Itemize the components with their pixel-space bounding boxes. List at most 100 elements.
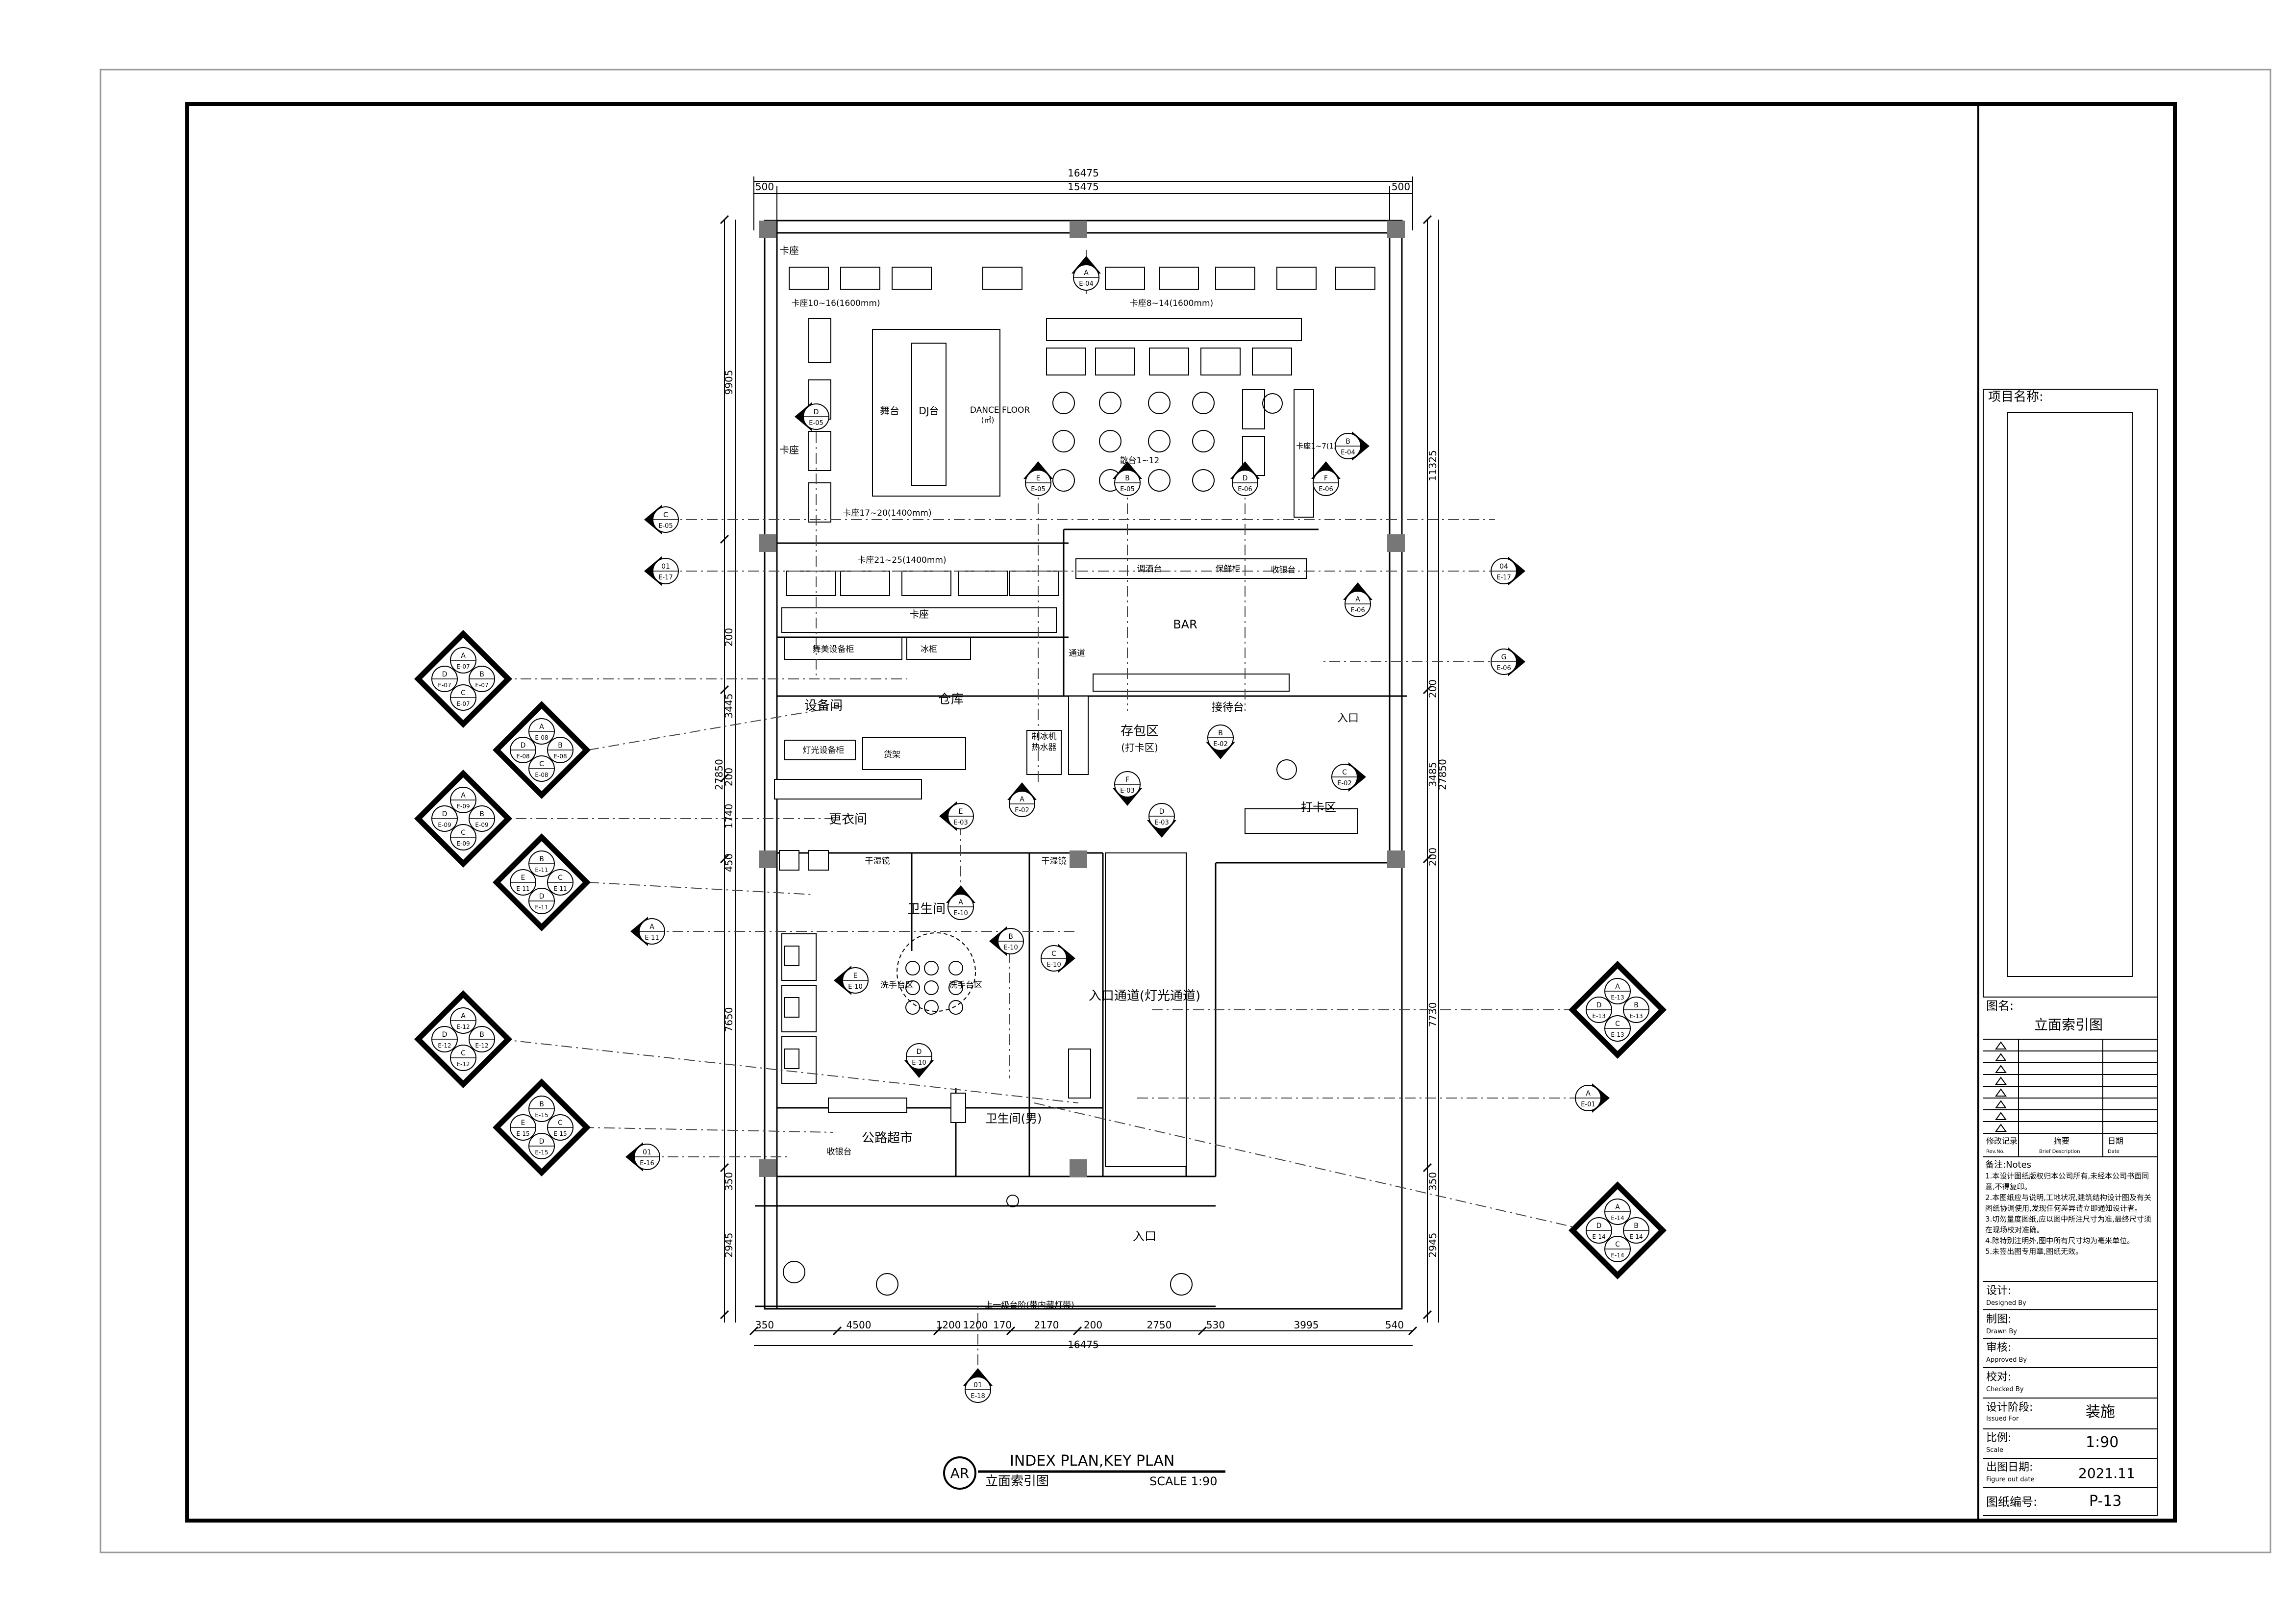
tag-sheet: E-05 bbox=[1120, 486, 1134, 493]
label-huojia: 货架 bbox=[884, 750, 900, 760]
label-rukou: 入口 bbox=[1337, 712, 1359, 725]
label-shouyin-bar: 收银台 bbox=[1271, 565, 1296, 575]
label-xishou-1: 洗手台区 bbox=[880, 980, 914, 990]
tag-letter: C bbox=[663, 511, 668, 519]
tag-letter: A bbox=[1084, 269, 1089, 277]
cluster-letter: C bbox=[461, 829, 466, 837]
label-sanzuo: 散台1~12 bbox=[1120, 456, 1160, 466]
label-bingui: 冰柜 bbox=[921, 645, 937, 654]
dim-l2: 3445 bbox=[723, 694, 735, 719]
label-baoxian: 保鲜柜 bbox=[1216, 564, 1241, 574]
cluster-sheet: E-09 bbox=[456, 803, 470, 810]
tb-rev-e1: Brief Description bbox=[2039, 1149, 2080, 1154]
cluster-letter: D bbox=[442, 810, 448, 818]
tag-sheet: E-04 bbox=[1079, 280, 1093, 288]
tb-stage-en: Issued For bbox=[1986, 1415, 2019, 1423]
label-shouyin: 收银台 bbox=[827, 1147, 852, 1157]
dim-r0: 11325 bbox=[1427, 450, 1439, 481]
label-yingjiao: 调酒台 bbox=[1137, 564, 1162, 574]
tb-approved-cn: 审核: bbox=[1986, 1342, 2011, 1354]
note-1: 1.本设计图纸版权归本公司所有,未经本公司书面同意,不得复印。 bbox=[1985, 1172, 2149, 1191]
note-5: 5.未签出图专用章,图纸无效。 bbox=[1985, 1247, 2083, 1256]
tag-letter: G bbox=[1501, 653, 1507, 661]
tag-sheet: E-10 bbox=[1003, 944, 1018, 951]
label-bar: BAR bbox=[1173, 618, 1197, 631]
dim-top-left: 500 bbox=[755, 181, 774, 193]
tag-sheet: E-02 bbox=[1337, 780, 1351, 787]
tb-scale-cn: 比例: bbox=[1986, 1432, 2011, 1444]
tag-letter: 01 bbox=[973, 1381, 982, 1389]
elevation-tag: EE-05 bbox=[1023, 461, 1053, 496]
cluster-sheet: E-07 bbox=[438, 682, 451, 689]
elevation-tag: GE-06 bbox=[1491, 647, 1525, 676]
dim-r6: 2945 bbox=[1427, 1233, 1439, 1258]
dim-r1: 200 bbox=[1427, 679, 1439, 698]
dim-r2: 3485 bbox=[1427, 762, 1439, 787]
cluster-letter: C bbox=[558, 1119, 563, 1127]
cluster-letter: D bbox=[521, 742, 526, 750]
tag-sheet: E-05 bbox=[809, 420, 823, 427]
reference-lines bbox=[495, 250, 1589, 1365]
tag-letter: E bbox=[959, 808, 963, 816]
label-dance-area: (㎡) bbox=[981, 416, 995, 425]
toilet-stalls bbox=[781, 933, 817, 1084]
tag-letter: A bbox=[1355, 596, 1360, 603]
tag-letter: 04 bbox=[1499, 563, 1508, 571]
tb-notes-title: 备注:Notes bbox=[1985, 1160, 2031, 1170]
dimension-texts-left: 9905 200 3445 200 1740 450 7650 350 2945… bbox=[713, 370, 1448, 1258]
dim-l6: 7650 bbox=[723, 1007, 735, 1032]
dim-b10: 540 bbox=[1385, 1319, 1404, 1331]
tag-sheet: E-03 bbox=[1154, 819, 1169, 826]
cluster-sheet: E-15 bbox=[535, 1112, 548, 1119]
tag-sheet: E-02 bbox=[1213, 741, 1227, 748]
label-kazuo-lower: 卡座 bbox=[909, 608, 929, 620]
cluster-sheet: E-12 bbox=[456, 1061, 470, 1068]
tb-drawn-en: Drawn By bbox=[1986, 1328, 2017, 1335]
cluster-sheet: E-15 bbox=[553, 1130, 567, 1137]
elevation-tag: A E-04 bbox=[1072, 256, 1101, 291]
label-weisheng-nan: 卫生间(男) bbox=[986, 1112, 1042, 1125]
label-dengguang: 灯光设备柜 bbox=[803, 746, 845, 755]
cluster-inner bbox=[1576, 1189, 1659, 1272]
tb-rev-h2: 日期 bbox=[2108, 1136, 2123, 1146]
cluster-letter: D bbox=[539, 1138, 545, 1146]
dim-top-right: 500 bbox=[1392, 181, 1410, 193]
tag-letter: B bbox=[1346, 438, 1350, 446]
elevation-tag: DE-06 bbox=[1230, 461, 1260, 496]
dim-l0: 9905 bbox=[723, 370, 735, 395]
cluster-letter: B bbox=[479, 1031, 484, 1039]
cluster-sheet: E-14 bbox=[1592, 1233, 1605, 1240]
cluster-sheet: E-11 bbox=[535, 867, 548, 874]
tb-designed-cn: 设计: bbox=[1986, 1285, 2011, 1297]
elevation-tag: CE-10 bbox=[1041, 944, 1075, 973]
note-3: 3.切勿量度图纸,应以图中所注尺寸为准,最终尺寸须在现场校对准确。 bbox=[1985, 1215, 2151, 1234]
label-weisheng: 卫生间 bbox=[907, 902, 946, 917]
tag-sheet: E-11 bbox=[645, 934, 659, 942]
tag-letter: E bbox=[1036, 475, 1041, 482]
dim-r3: 200 bbox=[1427, 848, 1439, 866]
note-2: 2.本图纸应与说明,工地状况,建筑结构设计图及有关图纸协调使用,发现任何差异请立… bbox=[1985, 1193, 2151, 1213]
cluster-sheet: E-07 bbox=[456, 700, 470, 707]
cluster-letter: B bbox=[479, 810, 484, 818]
cluster-letter: B bbox=[539, 1100, 544, 1108]
tag-sheet: E-06 bbox=[1319, 486, 1333, 493]
tag-sheet: E-06 bbox=[1350, 607, 1365, 614]
dim-b9: 3995 bbox=[1294, 1319, 1319, 1331]
label-dj: DJ台 bbox=[919, 405, 939, 417]
dim-left-total: 27850 bbox=[713, 759, 725, 790]
tag-sheet: E-10 bbox=[953, 910, 968, 917]
cluster-sheet: E-08 bbox=[553, 753, 567, 760]
cluster-sheet: E-07 bbox=[475, 682, 488, 689]
cluster-sheet: E-13 bbox=[1611, 1031, 1624, 1038]
tag-letter: D bbox=[814, 408, 819, 416]
tag-sheet: E-16 bbox=[640, 1160, 654, 1167]
tb-checked-en: Checked By bbox=[1986, 1386, 2024, 1393]
tag-sheet: E-05 bbox=[658, 523, 673, 530]
cluster-letter: C bbox=[1615, 1020, 1620, 1028]
cluster-inner bbox=[500, 1086, 583, 1169]
label-kazuo-17-20: 卡座17~20(1400mm) bbox=[843, 508, 931, 518]
tag-letter: A bbox=[649, 923, 654, 931]
